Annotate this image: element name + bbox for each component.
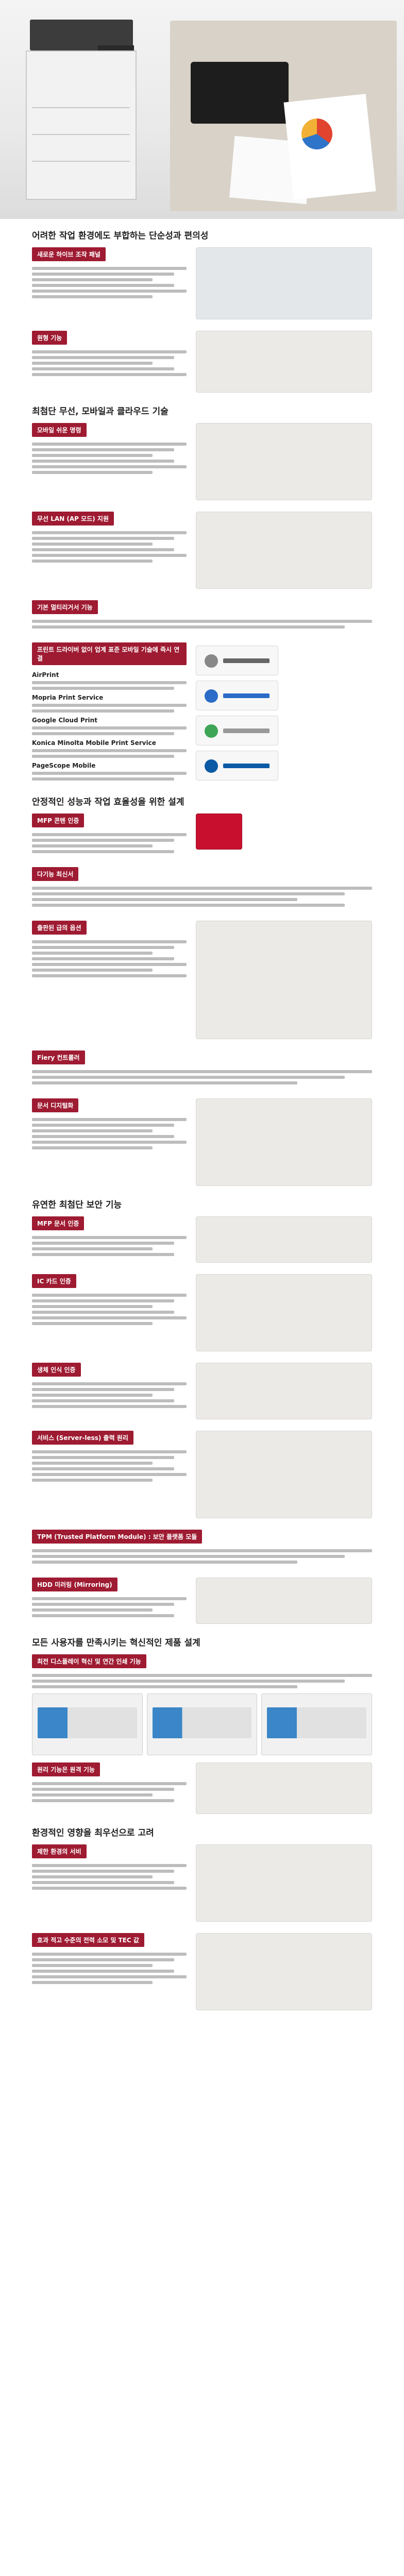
placeholder-lines [32, 704, 187, 713]
service-name: AirPrint [32, 671, 59, 679]
screen-thumbnail [32, 1693, 143, 1755]
placeholder-lines [32, 531, 187, 563]
placeholder-lines [32, 620, 372, 629]
placeholder-lines [32, 1864, 187, 1890]
placeholder-lines [32, 1382, 187, 1408]
service-name: Mopria Print Service [32, 694, 104, 701]
service-name: Konica Minolta Mobile Print Service [32, 739, 156, 747]
feature-title: 다기능 최신서 [32, 867, 79, 881]
konica-minolta-logo [196, 751, 278, 781]
section-performance: 안정적인 성능과 작업 효율성을 위한 설계 MFP 콘텐 인증 다기능 최신서… [0, 794, 404, 1186]
placeholder-lines [32, 749, 187, 758]
panel-screens-image [196, 331, 372, 393]
placeholder-lines [32, 1070, 372, 1084]
feature-title: IC 카드 인증 [32, 1274, 76, 1288]
service-logos [196, 646, 278, 783]
remote-panel-image [196, 1762, 372, 1814]
placeholder-lines [32, 681, 187, 690]
placeholder-lines [32, 443, 187, 474]
service-name: Google Cloud Print [32, 717, 97, 724]
placeholder-lines [32, 1597, 187, 1617]
feature-title: TPM (Trusted Platform Module) : 보안 플랫폼 모… [32, 1530, 203, 1544]
section-security: 유연한 최첨단 보안 기능 MFP 문서 인증 IC 카드 인증 생체 인식 인… [0, 1197, 404, 1624]
scan-workflow-diagram [196, 1098, 372, 1186]
placeholder-lines [32, 940, 187, 977]
placeholder-lines [32, 1236, 187, 1256]
section-title: 모든 사용자를 만족시키는 혁신적인 제품 설계 [32, 1638, 200, 1648]
section-title: 유연한 최첨단 보안 기능 [32, 1200, 122, 1210]
feature-title: 효과 적고 수준의 전력 소모 및 TEC 값 [32, 1933, 144, 1947]
google-cloud-print-logo [196, 716, 278, 745]
feature-title: 원리 기능은 원격 기능 [32, 1762, 100, 1776]
feature-title: 문서 디지털화 [32, 1098, 79, 1112]
placeholder-lines [32, 887, 372, 907]
mopria-logo [196, 681, 278, 710]
feature-title: MFP 콘텐 인증 [32, 814, 85, 827]
placeholder-lines [32, 1674, 372, 1688]
placeholder-lines [32, 350, 187, 376]
placeholder-lines [32, 726, 187, 735]
phone-tap-image [196, 423, 372, 500]
feature-title: 무선 LAN (AP 모드) 지원 [32, 512, 114, 526]
placeholder-lines [32, 833, 187, 853]
feature-title: HDD 미러링 (Mirroring) [32, 1578, 117, 1591]
hero-banner [0, 0, 404, 219]
serverless-diagram [196, 1431, 372, 1518]
wireless-diagram [196, 512, 372, 589]
control-panel-image [196, 247, 372, 319]
airprint-logo [196, 646, 278, 675]
section-title: 안정적인 성능과 작업 효율성을 위한 설계 [32, 797, 184, 807]
pie-chart-graphic [301, 118, 332, 149]
printer-image [21, 14, 139, 208]
feature-title: Fiery 컨트롤러 [32, 1050, 85, 1064]
section-innovation: 모든 사용자를 만족시키는 혁신적인 제품 설계 최전 디스플레이 혁신 및 연… [0, 1635, 404, 1814]
feature-title: 서비스 (Server-less) 출력 원리 [32, 1431, 133, 1445]
display-screens [32, 1693, 372, 1755]
screen-thumbnail [261, 1693, 372, 1755]
feature-title: 최전 디스플레이 혁신 및 연간 인쇄 기능 [32, 1654, 146, 1668]
feature-title: 원형 기능 [32, 331, 68, 345]
section-simplicity: 어려한 작업 환경에도 부합하는 단순성과 편의성 새로운 하이브 조작 패널 … [0, 228, 404, 393]
feature-title: 생체 인식 인증 [32, 1363, 81, 1377]
section-mobile-cloud: 최첨단 무선, 모바일과 클라우드 기술 모바일 쉬운 명령 무선 LAN (A… [0, 404, 404, 783]
feature-title: 모바일 쉬운 명령 [32, 423, 87, 437]
section-title: 어려한 작업 환경에도 부합하는 단순성과 편의성 [32, 231, 209, 241]
emperon-logo [196, 814, 242, 850]
placeholder-lines [32, 1294, 187, 1325]
placeholder-lines [32, 1782, 187, 1802]
eco-image [196, 1844, 372, 1922]
feature-title: 프린트 드라이버 없이 업계 표준 모바일 기술에 즉시 연결 [32, 642, 187, 665]
feature-title: 새로운 하이브 조작 패널 [32, 247, 106, 261]
laptop-graphic [191, 62, 289, 124]
section-title: 환경적인 영향을 최우선으로 고려 [32, 1828, 154, 1838]
placeholder-lines [32, 1549, 372, 1564]
tec-chart-image [196, 1933, 372, 2010]
feature-title: 기본 멀티리거서 기능 [32, 600, 98, 614]
service-name: PageScope Mobile [32, 762, 96, 769]
feature-title: MFP 문서 인증 [32, 1216, 85, 1230]
placeholder-lines [32, 1450, 187, 1482]
screen-thumbnail [146, 1693, 258, 1755]
office-scene-image [170, 21, 397, 211]
security-image [196, 1216, 372, 1263]
placeholder-lines [32, 1953, 187, 1984]
finisher-options-image [196, 921, 372, 1039]
feature-title: 출판된 급의 옵션 [32, 921, 87, 935]
placeholder-lines [32, 267, 187, 298]
feature-title: 제한 환경의 서비 [32, 1844, 87, 1858]
biometric-image [196, 1363, 372, 1419]
placeholder-lines [32, 1118, 187, 1149]
section-title: 최첨단 무선, 모바일과 클라우드 기술 [32, 406, 169, 417]
placeholder-lines [32, 772, 187, 781]
section-environment: 환경적인 영향을 최우선으로 고려 제한 환경의 서비 효과 적고 수준의 전력… [0, 1825, 404, 2010]
hdd-mirroring-image [196, 1578, 372, 1624]
ic-card-image [196, 1274, 372, 1351]
